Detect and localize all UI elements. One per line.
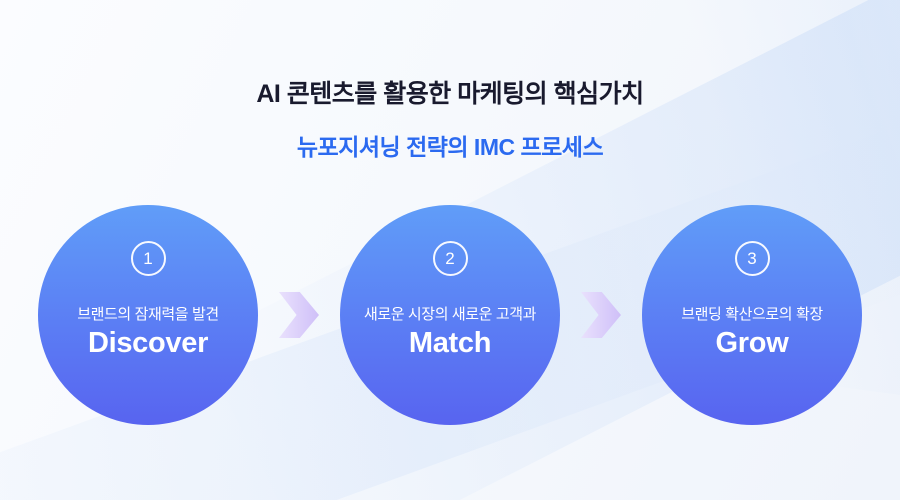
arrow-right-icon — [581, 292, 621, 338]
process-steps-row: 1 브랜드의 잠재력을 발견 Discover 2 새로운 시장의 새로운 고객… — [0, 205, 900, 425]
arrow-right-icon — [279, 292, 319, 338]
step-number-badge: 2 — [432, 241, 468, 276]
step-label: Grow — [715, 327, 789, 359]
page-subtitle: 뉴포지셔닝 전략의 IMC 프로세스 — [296, 134, 604, 160]
step-label: Discover — [87, 327, 209, 359]
step-description: 브랜딩 확산으로의 확장 — [681, 306, 823, 323]
step-number-badge: 1 — [130, 241, 166, 276]
step-circle-match: 2 새로운 시장의 새로운 고객과 Match — [340, 205, 560, 425]
step-circle-discover: 1 브랜드의 잠재력을 발견 Discover — [38, 205, 258, 425]
step-label: Match — [408, 327, 492, 359]
step-description: 브랜드의 잠재력을 발견 — [77, 306, 219, 323]
step-circle-grow: 3 브랜딩 확산으로의 확장 Grow — [642, 205, 862, 425]
header: AI 콘텐츠를 활용한 마케팅의 핵심가치 뉴포지셔닝 전략의 IMC 프로세스 — [0, 74, 900, 162]
page-title: AI 콘텐츠를 활용한 마케팅의 핵심가치 — [256, 80, 644, 108]
step-number-badge: 3 — [734, 241, 770, 276]
step-description: 새로운 시장의 새로운 고객과 — [363, 306, 537, 323]
